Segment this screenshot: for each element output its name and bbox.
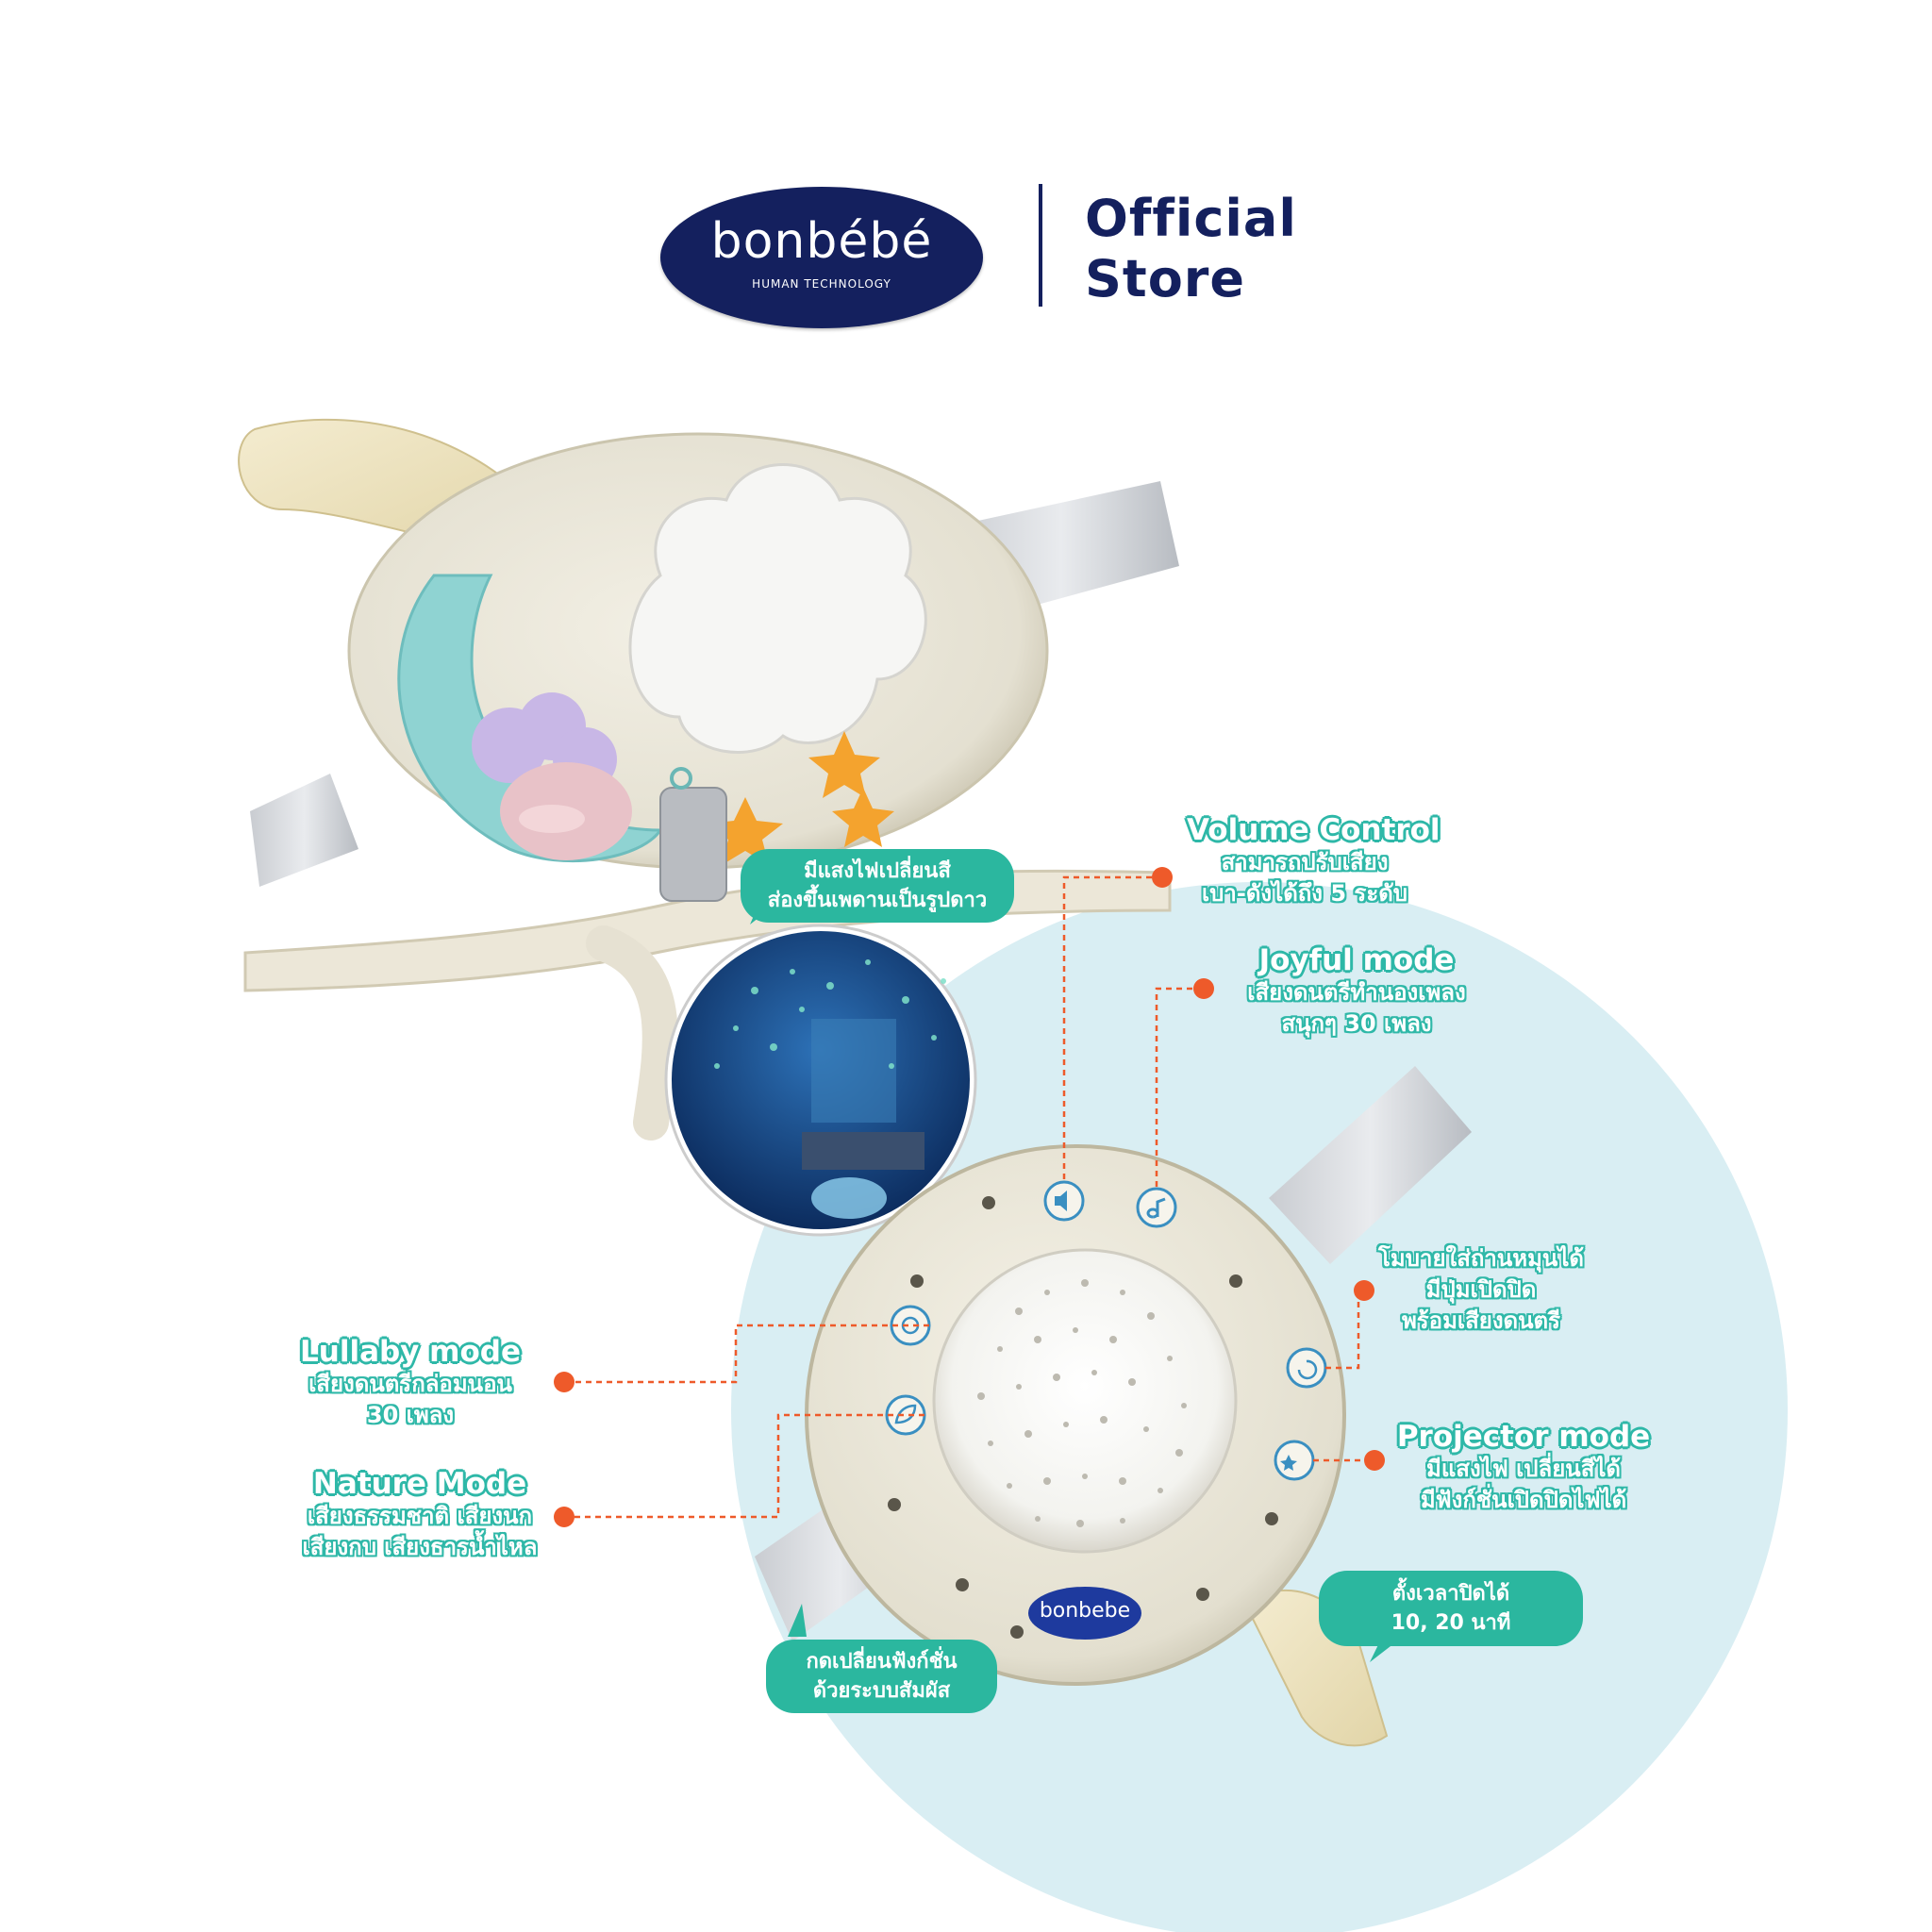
star-projector-dome [932,1248,1238,1554]
lullaby-callout: Lullaby mode เสียงดนตรีกล่อมนอน 30 เพลง [288,1335,533,1431]
ornament-ring [670,767,692,790]
callout-title: Lullaby mode [300,1335,521,1369]
fabric-sleeve-right [1269,1066,1472,1264]
logo-wordmark: bonbébé [710,213,933,270]
timer-bubble: ตั้งเวลาปิดได้ 10, 20 นาที [1319,1571,1583,1646]
callout-line: พร้อมเสียงดนตรี [1401,1307,1561,1334]
joyful-callout: Joyful mode เสียงดนตรีทำนองเพลง สนุกๆ 30… [1234,943,1479,1040]
brand-logo: bonbébé HUMAN TECHNOLOGY [660,187,983,328]
star-button [808,731,880,798]
callout-line: มีฟังก์ชั่นเปิดปิดไฟได้ [1420,1487,1627,1513]
callout-line: เบา-ดังได้ถึง 5 ระดับ [1201,880,1408,907]
bubble-tail [788,1604,807,1637]
callout-leader-lines [566,875,1373,1519]
bubble-line: กดเปลี่ยนฟังก์ชั่น [806,1650,958,1674]
hanging-ornament [659,787,727,902]
callout-line: สนุกๆ 30 เพลง [1281,1010,1432,1037]
callout-title: Projector mode [1396,1420,1651,1454]
moon-shape [397,574,663,863]
bubble-line: ตั้งเวลาปิดได้ [1391,1582,1510,1606]
joyful-mode-button[interactable] [1136,1187,1177,1228]
dome-star-pattern [977,1279,1187,1527]
callout-line: มีแสงไฟ เปลี่ยนสีได้ [1426,1456,1621,1482]
volume-button[interactable] [1043,1180,1085,1222]
bubble-line: มีแสงไฟเปลี่ยนสี [804,859,951,883]
bubble-line: ด้วยระบบสัมผัส [812,1679,951,1703]
projector-callout: Projector mode มีแสงไฟ เปลี่ยนสีได้ มีฟั… [1387,1420,1660,1516]
rotate-callout: โมบายใส่ถ่านหมุนได้ มีปุ่มเปิดปิด พร้อมเ… [1358,1243,1604,1337]
sheep-figure [472,692,632,860]
callout-dots [554,867,1385,1527]
callout-title: Volume Control [1187,813,1441,847]
callout-line: เสียงดนตรีกล่อมนอน [308,1371,512,1397]
projector-feature-bubble: มีแสงไฟเปลี่ยนสี ส่องขึ้นเพดานเป็นรูปดาว [741,849,1014,923]
rotate-button[interactable] [1286,1347,1327,1389]
callout-line: 30 เพลง [366,1402,455,1428]
store-line: Store [1085,249,1246,308]
mobile-arm-lower [586,925,678,1141]
official-store-label: Official Store [1085,189,1297,309]
projector-mode-button[interactable] [1274,1440,1315,1481]
bubble-line: ส่องขึ้นเพดานเป็นรูปดาว [767,889,988,912]
device-brand-badge [1028,1587,1141,1640]
volume-callout: Volume Control สามารถปรับเสียง เบา-ดังได… [1187,813,1441,909]
logo-tagline: HUMAN TECHNOLOGY [752,277,891,291]
callout-title: Joyful mode [1258,943,1455,977]
nature-callout: Nature Mode เสียงธรรมชาติ เสียงนก เสียงก… [288,1467,552,1563]
callout-line: เสียงธรรมชาติ เสียงนก [307,1503,533,1529]
cloud-shape [628,463,927,754]
callout-line: เสียงดนตรีทำนองเพลง [1247,979,1466,1006]
callout-line: เสียงกบ เสียงธารน้ำไหล [302,1534,538,1560]
fabric-sleeve-left [250,774,358,887]
bubble-line: 10, 20 นาที [1391,1611,1511,1635]
callout-line: โมบายใส่ถ่านหมุนได้ [1378,1245,1584,1272]
device-brand-text: bonbebe [1039,1599,1131,1623]
touch-bubble: กดเปลี่ยนฟังก์ชั่น ด้วยระบบสัมผัส [766,1640,997,1713]
callout-title: Nature Mode [312,1467,527,1501]
header-divider [1039,184,1042,307]
callout-line: มีปุ่มเปิดปิด [1425,1276,1537,1303]
star-button [832,788,894,847]
callout-line: สามารถปรับเสียง [1221,849,1389,875]
official-line: Official [1085,189,1297,248]
projection-photo [664,924,977,1237]
lullaby-mode-button[interactable] [890,1305,931,1346]
